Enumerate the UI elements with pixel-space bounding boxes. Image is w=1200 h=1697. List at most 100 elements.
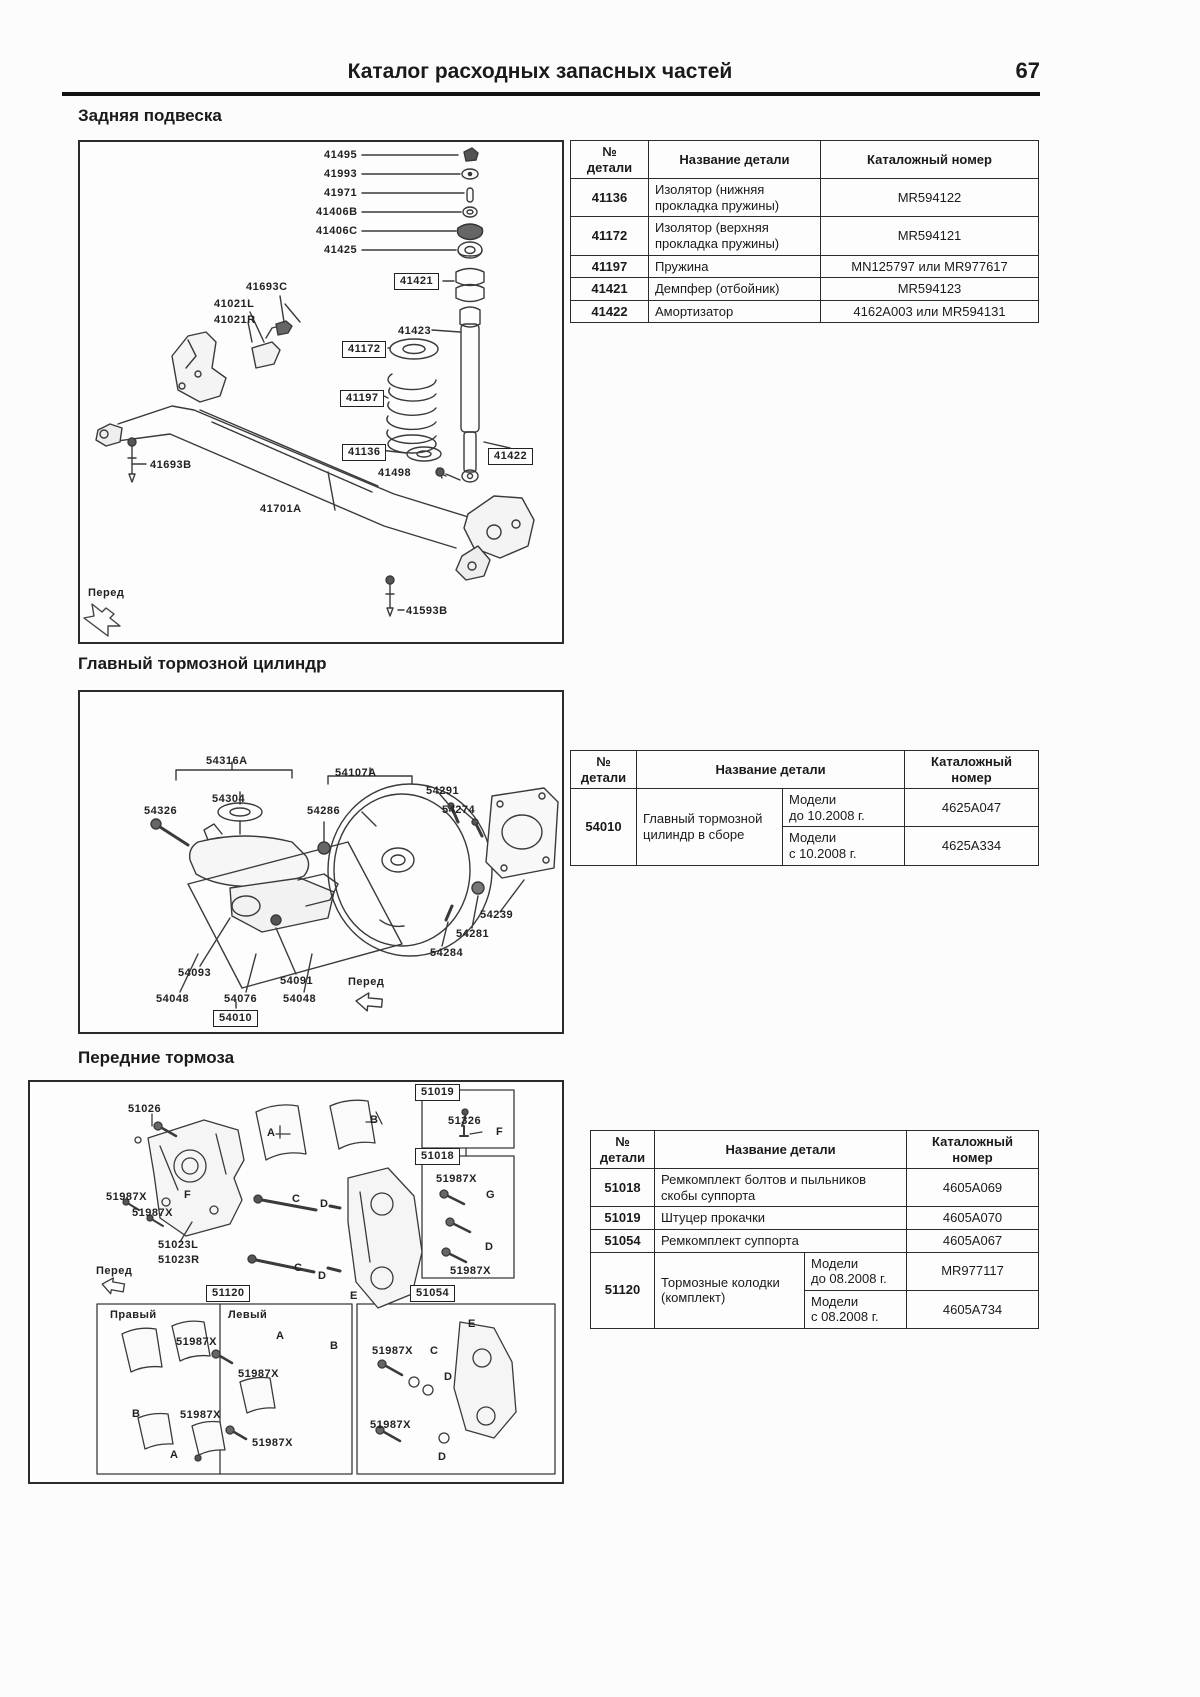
part-label-boxed: 41421	[394, 273, 440, 290]
part-label: 54274	[442, 804, 476, 816]
front-direction-label: Перед	[348, 976, 385, 988]
page-number: 67	[1015, 58, 1040, 83]
part-label: A	[267, 1127, 276, 1139]
front-direction-label: Перед	[88, 587, 125, 599]
part-label: D	[485, 1241, 494, 1253]
master-cylinder-table: № детали Название детали Каталожный номе…	[570, 749, 1040, 866]
cell-catalog-number: MN125797 или MR977617	[820, 254, 1039, 279]
part-label: 51987X	[176, 1336, 217, 1348]
part-label: A	[276, 1330, 285, 1342]
part-label: F	[184, 1189, 192, 1201]
header-rule	[62, 92, 1040, 96]
cell-catalog-number: MR594121	[820, 216, 1039, 256]
table-row: Модели с 08.2008 г. 4605A734	[591, 1289, 1040, 1329]
table-row: 51054 Ремкомплект суппорта 4605A067	[590, 1228, 1040, 1253]
part-label: 51987X	[252, 1437, 293, 1449]
col-header-part-name: Название детали	[648, 139, 821, 180]
cell-catalog-number: 4605A734	[906, 1289, 1040, 1329]
part-label-boxed: 51018	[415, 1148, 461, 1165]
part-label-boxed: 41136	[342, 444, 387, 461]
cell-catalog-number: 4625A334	[904, 826, 1040, 866]
part-label: 41993	[324, 168, 358, 180]
part-label: 51023R	[158, 1254, 200, 1266]
part-label: 54093	[178, 967, 212, 979]
part-label: 51987X	[106, 1191, 147, 1203]
cell-catalog-number: 4605A070	[906, 1206, 1040, 1230]
cell-part-number: 51120	[590, 1251, 655, 1329]
cell-part-name: Изолятор (нижняя прокладка пружины)	[648, 178, 821, 218]
cell-catalog-number: MR594122	[820, 178, 1039, 218]
front-direction-label: Перед	[96, 1265, 133, 1277]
part-label: 54326	[144, 805, 178, 817]
part-label-boxed: 41422	[488, 448, 534, 465]
part-label: 54286	[307, 805, 341, 817]
section-heading-rear-suspension: Задняя подвеска	[78, 106, 222, 125]
part-label: 41498	[378, 467, 412, 479]
part-label: 51987X	[370, 1419, 411, 1431]
cell-catalog-number: 4605A069	[906, 1168, 1040, 1208]
part-label-boxed: 51120	[206, 1285, 251, 1302]
cell-part-number: 51054	[590, 1228, 655, 1253]
part-label: 41593B	[406, 605, 448, 617]
table-row: 41197 Пружина MN125797 или MR977617	[570, 254, 1039, 279]
cell-part-number: 51019	[590, 1206, 655, 1230]
rear-suspension-table: № детали Название детали Каталожный номе…	[570, 139, 1039, 324]
section-heading-master-cylinder: Главный тормозной цилиндр	[78, 654, 327, 673]
cell-model-range: Модели с 08.2008 г.	[803, 1289, 908, 1329]
part-label: B	[132, 1408, 141, 1420]
col-header-part-number: № детали	[570, 139, 649, 180]
part-label: 54284	[430, 947, 464, 959]
part-label: D	[318, 1270, 327, 1282]
part-label: C	[294, 1262, 303, 1274]
cell-part-name: Ремкомплект суппорта	[653, 1228, 908, 1253]
part-label: 54304	[212, 793, 246, 805]
part-label: 51987X	[180, 1409, 221, 1421]
cell-part-number: 41422	[570, 299, 649, 324]
part-label: 41425	[324, 244, 358, 256]
part-label: 41971	[324, 187, 358, 199]
master-cylinder-drawing	[80, 692, 562, 1032]
part-label-boxed: 41172	[342, 341, 387, 358]
part-label: 51326	[448, 1115, 482, 1127]
table-row: 41136 Изолятор (нижняя прокладка пружины…	[570, 178, 1039, 218]
table-row: 51120 Тормозные колодки (комплект) Модел…	[590, 1251, 1040, 1329]
table-row: 51019 Штуцер прокачки 4605A070	[590, 1206, 1040, 1230]
part-label: B	[330, 1340, 339, 1352]
part-label: 54316A	[206, 755, 248, 767]
part-label: 51987X	[450, 1265, 491, 1277]
part-label: 54239	[480, 909, 514, 921]
page-title: Каталог расходных запасных частей	[347, 60, 733, 83]
part-label: B	[370, 1114, 379, 1126]
part-label: D	[320, 1198, 329, 1210]
part-label: A	[170, 1449, 179, 1461]
cell-catalog-number: MR594123	[820, 277, 1039, 301]
part-label-boxed: 41197	[340, 390, 385, 407]
part-label: 41693C	[246, 281, 288, 293]
cell-part-number: 41197	[570, 254, 649, 279]
col-header-part-name: Название детали	[653, 1129, 908, 1170]
part-label: D	[438, 1451, 447, 1463]
part-label: D	[444, 1371, 453, 1383]
cell-part-name: Изолятор (верхняя прокладка пружины)	[648, 216, 821, 256]
cell-part-name: Тормозные колодки (комплект)	[654, 1251, 805, 1329]
part-label-boxed: 51019	[415, 1084, 461, 1101]
cell-catalog-number: 4625A047	[904, 788, 1040, 828]
part-label: F	[496, 1126, 504, 1138]
cell-part-number: 41421	[570, 277, 649, 301]
cell-part-name: Амортизатор	[648, 299, 821, 324]
part-label: 41021R	[214, 314, 256, 326]
cell-part-number: 54010	[570, 788, 637, 866]
part-label: E	[350, 1290, 358, 1302]
part-label: 54281	[456, 928, 490, 940]
front-brakes-table: № детали Название детали Каталожный номе…	[590, 1129, 1040, 1329]
part-label: 54291	[426, 785, 460, 797]
cell-part-number: 41136	[570, 178, 649, 218]
cell-part-number: 51018	[590, 1168, 655, 1208]
table-row: 41422 Амортизатор 4162A003 или MR594131	[570, 299, 1039, 324]
col-header-part-number: № детали	[590, 1129, 655, 1170]
part-label: 51987X	[238, 1368, 279, 1380]
part-label: C	[292, 1193, 301, 1205]
